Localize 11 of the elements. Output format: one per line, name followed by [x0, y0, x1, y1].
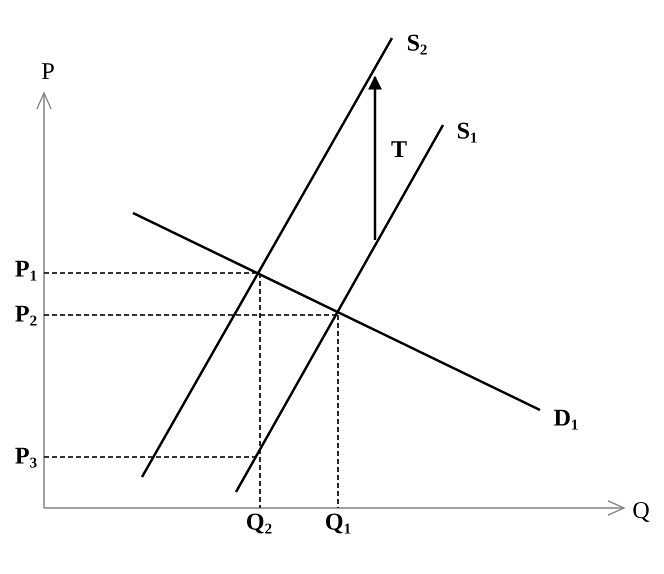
axis-label: P	[41, 59, 55, 85]
axis-label: Q	[632, 498, 650, 524]
price-label: P$_{1}$	[14, 256, 38, 286]
curve-label: T	[391, 137, 407, 163]
price-label: P$_{3}$	[14, 444, 38, 474]
price-label: P$_{2}$	[14, 302, 38, 332]
curve-label: D$_{1}$	[554, 406, 578, 436]
quantity-label: Q$_{2}$	[246, 510, 272, 540]
quantity-label: Q$_{1}$	[324, 510, 352, 540]
curve-label: S$_{2}$	[406, 30, 428, 60]
curve-label: S$_{1}$	[456, 118, 478, 148]
